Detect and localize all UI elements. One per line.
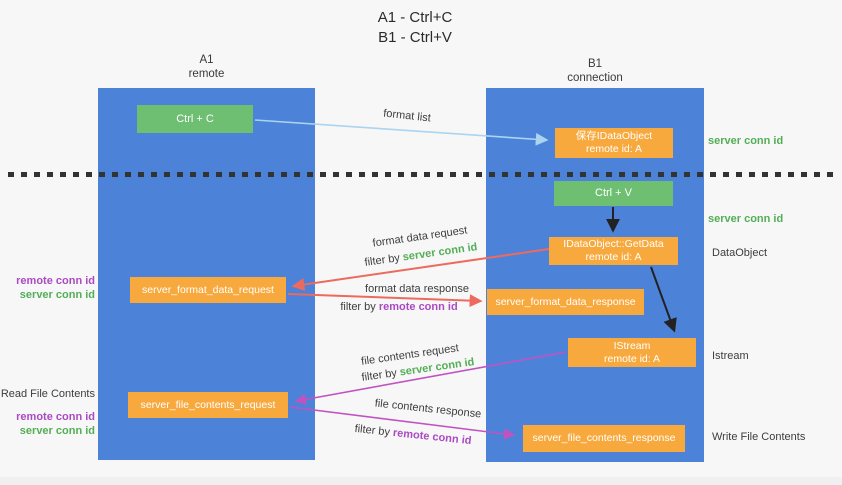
column-a-header: A1 remote	[98, 53, 315, 81]
node-getdata-line2: remote id: A	[585, 251, 642, 263]
node-server-file-contents-request: server_file_contents_request	[128, 392, 288, 418]
label-remote-conn-id-bottom: remote conn id	[16, 411, 95, 423]
filter-highlight-remote: remote conn id	[392, 426, 472, 448]
node-idataobject-getdata: IDataObject::GetData remote id: A	[549, 237, 678, 265]
label-write-file-contents: Write File Contents	[712, 431, 806, 443]
node-server-format-data-request: server_format_data_request	[130, 277, 286, 303]
filter-prefix: filter by	[363, 251, 404, 269]
node-format-request-label: server_format_data_request	[142, 283, 274, 296]
filter-highlight-server: server conn id	[401, 241, 479, 264]
node-ctrl-v-label: Ctrl + V	[595, 187, 632, 199]
arrow-format-data-response	[287, 293, 483, 308]
label-remote-conn-id-top: remote conn id	[16, 275, 95, 287]
filter-prefix: filter by	[340, 301, 379, 313]
label-server-conn-id-top: server conn id	[708, 135, 784, 147]
column-a-name: A1	[199, 54, 214, 66]
label-dataobject: DataObject	[712, 247, 768, 259]
edge-label-file-contents-response: file contents response	[374, 397, 482, 421]
column-a-role: remote	[188, 68, 225, 80]
node-ctrl-c-label: Ctrl + C	[176, 112, 214, 125]
label-server-conn-id-left-top: server conn id	[19, 289, 95, 301]
label-server-conn-id-left-bottom: server conn id	[19, 425, 95, 437]
column-b-role: connection	[567, 72, 623, 84]
node-server-format-data-response: server_format_data_response	[487, 289, 644, 315]
edge-label-filter-by-remote-2: filter by remote conn id	[342, 422, 484, 449]
title-line-2: B1 - Ctrl+V	[378, 29, 452, 46]
filter-prefix: filter by	[354, 422, 394, 439]
title-line-1: A1 - Ctrl+C	[377, 9, 453, 26]
node-ctrl-c: Ctrl + C	[137, 105, 253, 133]
edge-label-filter-by-remote-1: filter by remote conn id	[329, 301, 469, 313]
label-read-file-contents: Read File Contents	[0, 388, 95, 400]
node-format-response-label: server_format_data_response	[495, 295, 636, 308]
diagram-title: A1 - Ctrl+C B1 - Ctrl+V	[330, 8, 500, 48]
edge-label-format-data-response: format data response	[365, 283, 469, 295]
node-istream: IStream remote id: A	[568, 338, 696, 367]
session-separator-line	[8, 172, 836, 177]
node-save-idataobject-line1: 保存IDataObject	[575, 130, 653, 142]
node-ctrl-v: Ctrl + V	[554, 181, 673, 206]
node-file-response-label: server_file_contents_response	[532, 432, 676, 444]
node-istream-line1: IStream	[613, 339, 651, 352]
filter-highlight-remote: remote conn id	[378, 301, 458, 313]
filter-prefix: filter by	[360, 366, 401, 384]
column-b-header: B1 connection	[486, 57, 704, 85]
node-save-idataobject: 保存IDataObject remote id: A	[555, 128, 673, 158]
node-file-request-label: server_file_contents_request	[140, 398, 276, 411]
column-b-name: B1	[587, 58, 603, 70]
node-istream-line2: remote id: A	[603, 352, 661, 365]
node-server-file-contents-response: server_file_contents_response	[523, 425, 685, 452]
bottom-edge-strip	[0, 477, 842, 485]
label-server-conn-id-mid: server conn id	[708, 213, 784, 225]
edge-label-format-list: format list	[382, 107, 432, 125]
node-getdata-line1: IDataObject::GetData	[563, 238, 664, 250]
node-save-idataobject-line2: remote id: A	[585, 143, 643, 155]
label-istream: Istream	[712, 350, 749, 362]
